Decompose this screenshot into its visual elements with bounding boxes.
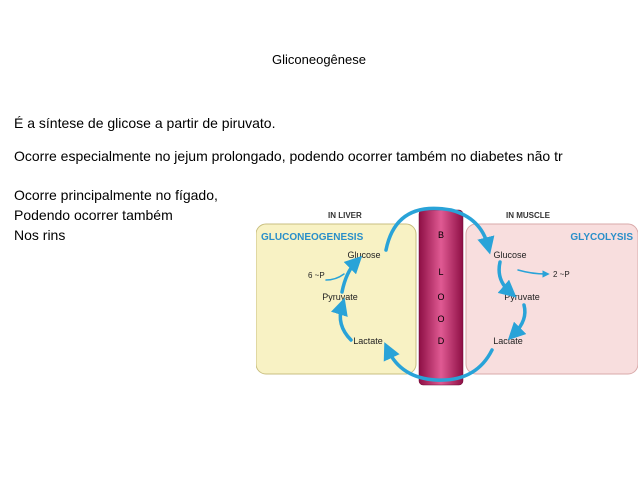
arrow-energy-input-liver (325, 273, 345, 281)
liver-glucose: Glucose (347, 250, 380, 260)
arrow-glucose-to-pyruvate-muscle (497, 260, 517, 298)
liver-lactate: Lactate (353, 336, 383, 346)
text-line-fasting: Ocorre especialmente no jejum prolongado… (14, 148, 563, 164)
muscle-glucose: Glucose (493, 250, 526, 260)
slide-title: Gliconeogênese (272, 52, 366, 67)
arrow-pyruvate-to-lactate-muscle (507, 303, 527, 341)
blood-letter: B (438, 230, 444, 240)
liver-pathway-label: GLUCONEOGENESIS (261, 232, 364, 243)
arrow-lactate-transport (383, 342, 494, 382)
cori-cycle-diagram: IN LIVER IN MUSCLE GLUCONEOGENESIS GLYCO… (256, 200, 638, 390)
muscle-pathway-label: GLYCOLYSIS (570, 232, 633, 243)
liver-energy: 6 ~P (308, 271, 325, 280)
blood-letter: D (438, 336, 445, 346)
cori-cycle-svg: IN LIVER IN MUSCLE GLUCONEOGENESIS GLYCO… (256, 206, 638, 386)
text-line-definition: É a síntese de glicose a partir de piruv… (14, 115, 276, 131)
liver-header: IN LIVER (328, 211, 362, 220)
muscle-energy: 2 ~P (553, 270, 570, 279)
blood-letter: L (438, 267, 443, 277)
muscle-header: IN MUSCLE (506, 211, 551, 220)
text-line-liver: Ocorre principalmente no fígado, (14, 187, 218, 203)
arrow-energy-output-muscle (517, 269, 550, 278)
blood-letter: O (437, 314, 444, 324)
arrow-pyruvate-to-glucose-liver (340, 255, 363, 294)
arrow-lactate-to-pyruvate-liver (331, 297, 353, 342)
arrow-glucose-transport (384, 206, 495, 255)
liver-pyruvate: Pyruvate (322, 292, 358, 302)
text-line-kidneys: Nos rins (14, 227, 66, 243)
muscle-pyruvate: Pyruvate (504, 292, 540, 302)
text-line-also: Podendo ocorrer também (14, 207, 173, 223)
blood-letter: O (437, 292, 444, 302)
muscle-lactate: Lactate (493, 336, 523, 346)
